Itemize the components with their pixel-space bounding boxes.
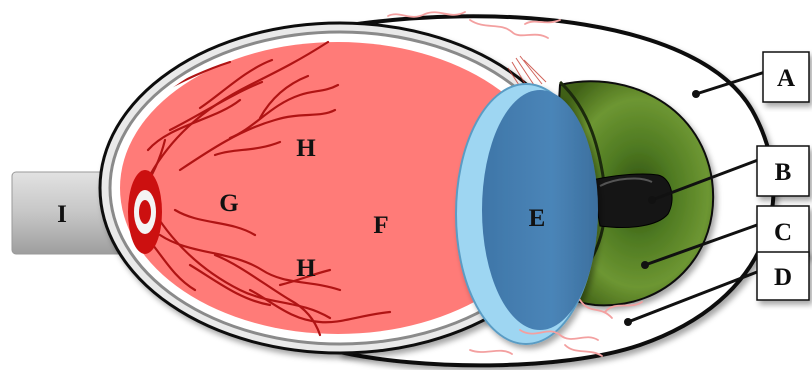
label-d: D	[774, 264, 792, 291]
label-b: B	[775, 159, 792, 186]
label-box-c: C	[757, 206, 809, 256]
label-box-a: A	[763, 52, 809, 102]
lens	[456, 84, 598, 344]
label-h-bottom: H	[296, 255, 316, 282]
label-c: C	[774, 219, 792, 246]
label-a: A	[777, 65, 795, 92]
label-i: I	[57, 201, 67, 228]
label-e: E	[529, 205, 546, 232]
label-g: G	[219, 190, 238, 217]
label-box-b: B	[757, 146, 809, 196]
label-f: F	[373, 212, 388, 239]
label-h-top: H	[296, 135, 316, 162]
pupil	[592, 174, 672, 228]
label-box-d: D	[757, 252, 809, 300]
optic-disc	[128, 170, 162, 254]
